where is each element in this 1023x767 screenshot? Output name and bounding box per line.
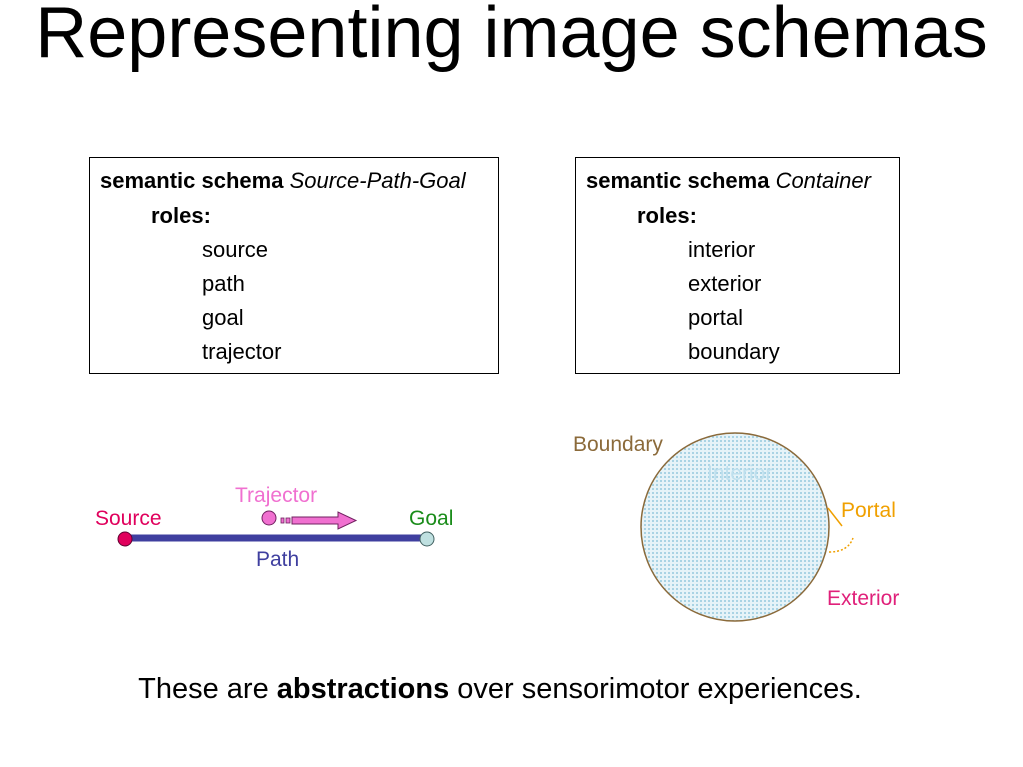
- caption: These are abstractions over sensorimotor…: [0, 673, 1000, 706]
- role-item: trajector: [202, 339, 282, 364]
- portal-opening: [828, 537, 854, 553]
- role-item: boundary: [688, 339, 780, 364]
- schema-heading-name: Source-Path-Goal: [289, 168, 466, 193]
- caption-after: over sensorimotor experiences.: [449, 673, 862, 705]
- source-label: Source: [95, 507, 162, 530]
- goal-dot: [419, 531, 435, 547]
- role-item: exterior: [688, 271, 762, 296]
- schema-heading: semantic schema Source-Path-Goal: [100, 168, 466, 194]
- container-diagram: [640, 432, 854, 622]
- interior-label: Interior: [707, 462, 773, 485]
- trajector-arrow-icon: [280, 511, 358, 530]
- role-item: path: [202, 271, 245, 296]
- schema-box-source-path-goal: semantic schema Source-Path-Goal roles: …: [89, 157, 499, 374]
- source-dot: [117, 531, 133, 547]
- portal-label: Portal: [841, 499, 896, 522]
- schema-heading: semantic schema Container: [586, 168, 871, 194]
- trajector-dot: [261, 510, 277, 526]
- schema-heading-bold: semantic schema: [100, 168, 284, 193]
- path-label: Path: [256, 548, 300, 571]
- role-item: portal: [688, 305, 744, 330]
- role-item: source: [202, 237, 269, 262]
- boundary-label: Boundary: [573, 433, 663, 456]
- schema-box-container: semantic schema Container roles: interio…: [575, 157, 900, 374]
- caption-bold: abstractions: [276, 673, 450, 705]
- role-item: goal: [202, 305, 244, 330]
- source-path-goal-diagram: [117, 510, 435, 547]
- role-item: interior: [688, 237, 756, 262]
- roles-label: roles:: [151, 203, 211, 228]
- caption-before: These are: [138, 673, 277, 705]
- schema-heading-name: Container: [775, 168, 871, 193]
- portal-pointer: [827, 507, 843, 527]
- roles-label: roles:: [637, 203, 697, 228]
- exterior-label: Exterior: [827, 587, 900, 610]
- goal-label: Goal: [409, 507, 454, 530]
- trajector-label: Trajector: [235, 484, 318, 507]
- container-circle: [640, 432, 830, 622]
- page-title: Representing image schemas: [35, 0, 988, 73]
- schema-heading-bold: semantic schema: [586, 168, 770, 193]
